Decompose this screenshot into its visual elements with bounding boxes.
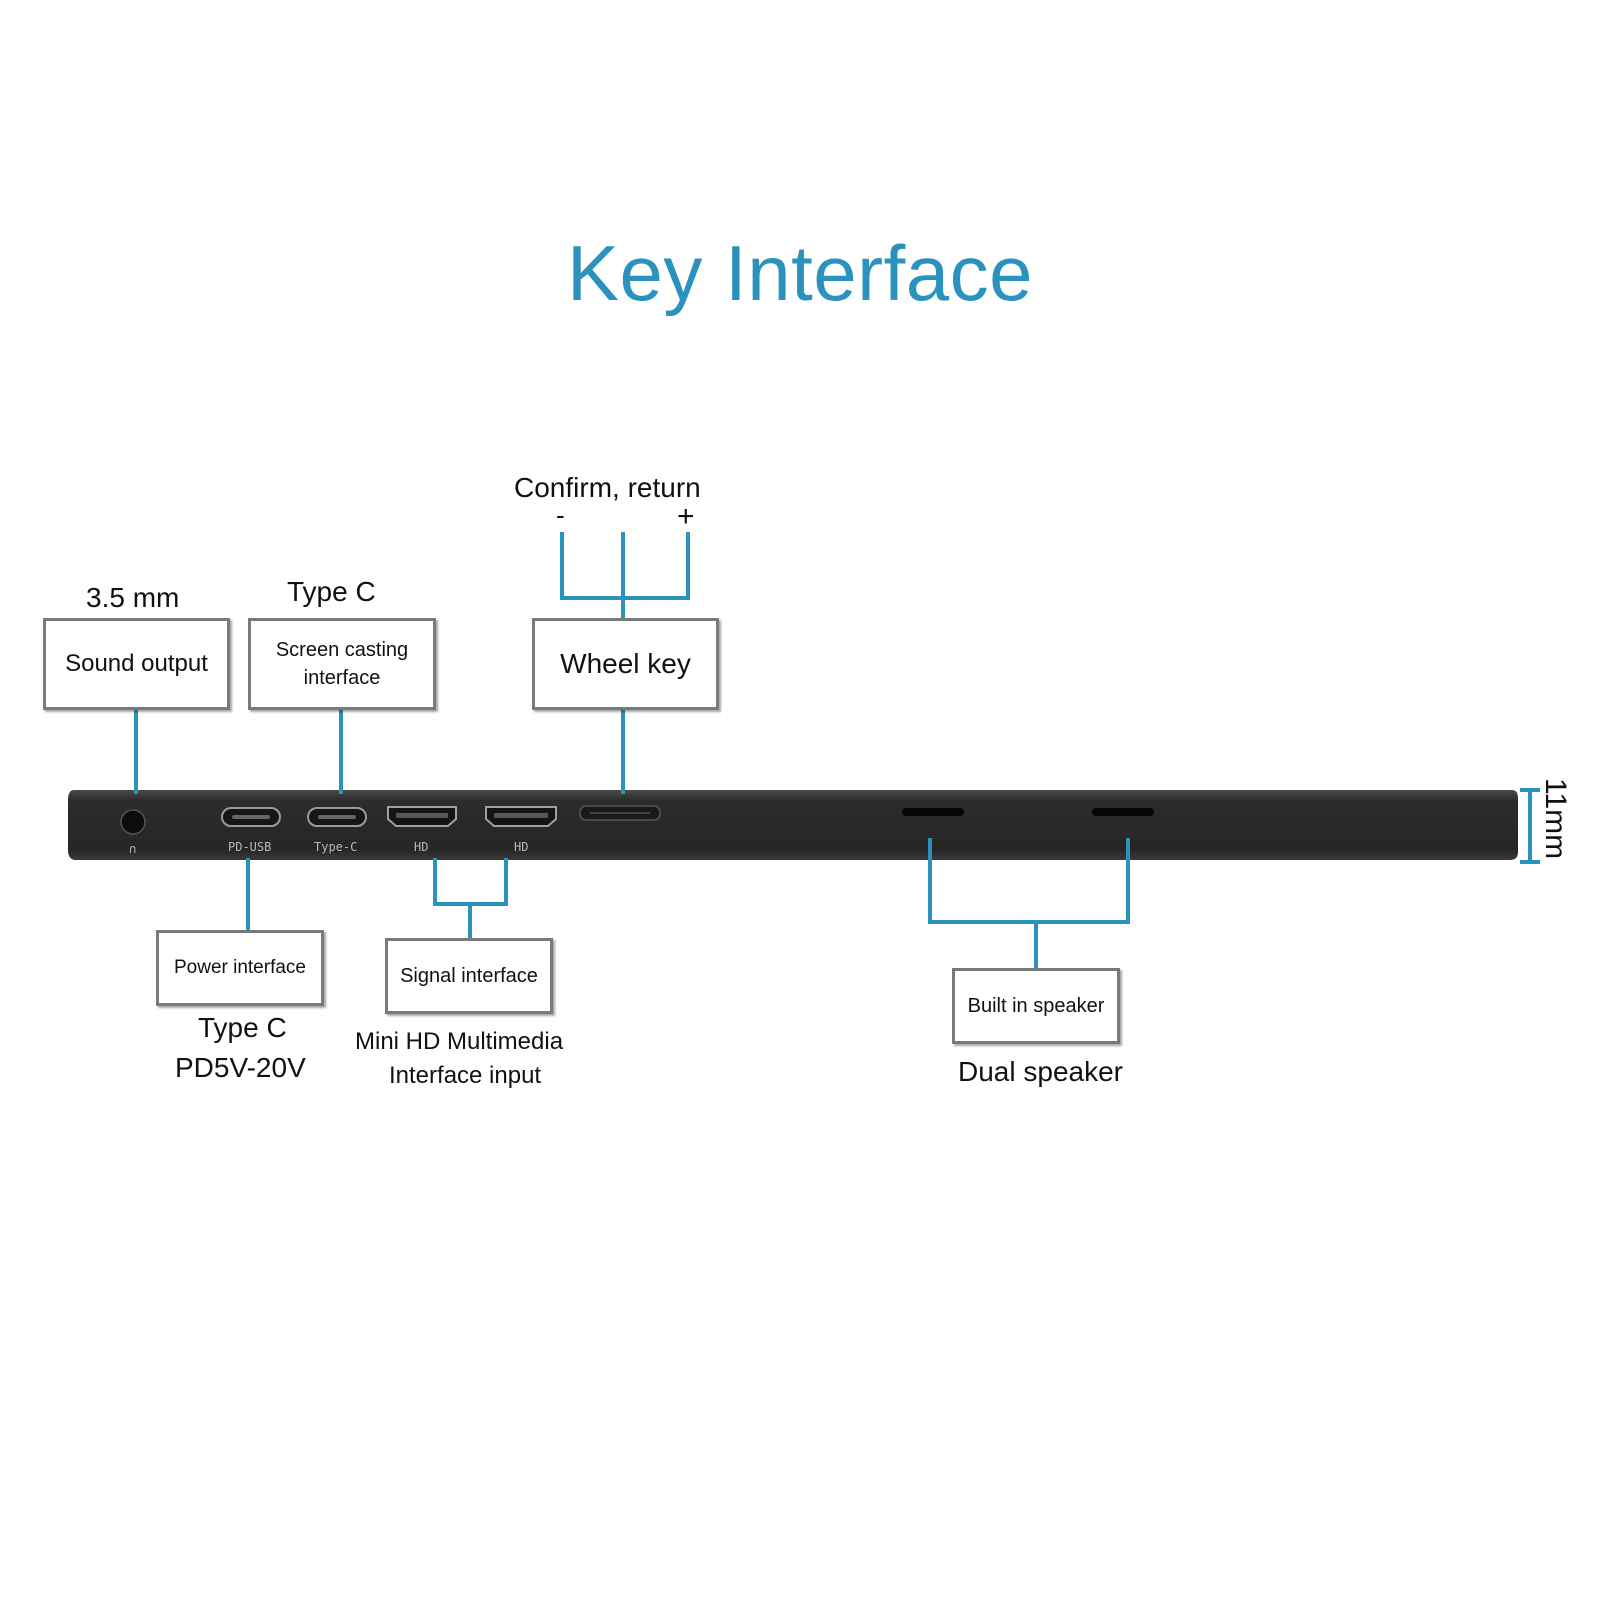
wheel-key-text: Wheel key — [560, 648, 691, 679]
signal-interface-text: Signal interface — [400, 964, 538, 987]
power-interface-box: Power interface — [156, 930, 324, 1006]
sound-output-text: Sound output — [65, 650, 208, 677]
page-title: Key Interface — [566, 229, 1034, 317]
wheel-caption: Confirm, return — [514, 472, 701, 503]
speaker-slot-2 — [1092, 808, 1154, 816]
speaker-slot-1 — [902, 808, 964, 816]
casting-caption: Type C — [287, 576, 376, 607]
power-caption-1: Type C — [198, 1012, 287, 1043]
screen-casting-text-2: interface — [303, 667, 381, 689]
power-caption-2: PD5V-20V — [175, 1052, 306, 1083]
power-interface-text: Power interface — [173, 957, 306, 978]
sound-output-box: Sound output — [43, 618, 230, 710]
signal-caption-2: Interface input — [389, 1062, 542, 1089]
audio-jack-port — [120, 809, 146, 835]
hd1-port-label: HD — [414, 840, 429, 854]
wheel-plus: + — [677, 500, 695, 533]
built-in-speaker-box: Built in speaker — [952, 968, 1120, 1044]
screen-casting-text-1: Screen casting — [275, 639, 409, 661]
built-in-speaker-text: Built in speaker — [967, 994, 1105, 1017]
thickness-label: 11mm — [1539, 778, 1572, 860]
signal-caption-1: Mini HD Multimedia — [355, 1028, 564, 1055]
sound-caption: 3.5 mm — [86, 582, 180, 613]
hd2-port-label: HD — [514, 840, 529, 854]
speaker-caption: Dual speaker — [958, 1056, 1123, 1087]
audio-port-label: ∩ — [129, 842, 137, 856]
wheel-minus: - — [556, 500, 565, 530]
wheel-key-box: Wheel key — [532, 618, 719, 710]
type-c-port-label: Type-C — [314, 840, 358, 854]
monitor-side-body — [68, 790, 1518, 860]
signal-interface-box: Signal interface — [385, 938, 553, 1014]
screen-casting-box: Screen casting interface — [248, 618, 436, 710]
pd-usb-port-label: PD-USB — [228, 840, 272, 854]
